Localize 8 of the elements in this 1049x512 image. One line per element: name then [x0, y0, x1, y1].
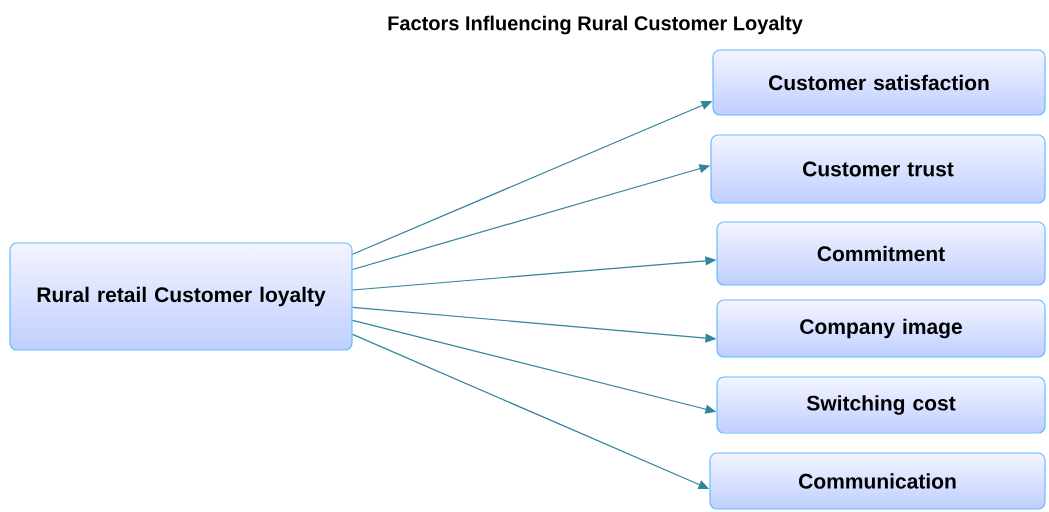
factor-box: Switching cost — [716, 376, 1046, 434]
factor-box: Customer satisfaction — [712, 49, 1046, 116]
factor-box: Rural retail Customer loyalty — [9, 242, 353, 351]
factor-box: Customer trust — [710, 134, 1046, 204]
factor-box: Communication — [709, 452, 1046, 510]
title: Factors Influencing Rural Customer Loyalty — [388, 15, 803, 35]
factor-box: Company image — [716, 299, 1046, 358]
factor-box: Commitment — [716, 221, 1046, 286]
